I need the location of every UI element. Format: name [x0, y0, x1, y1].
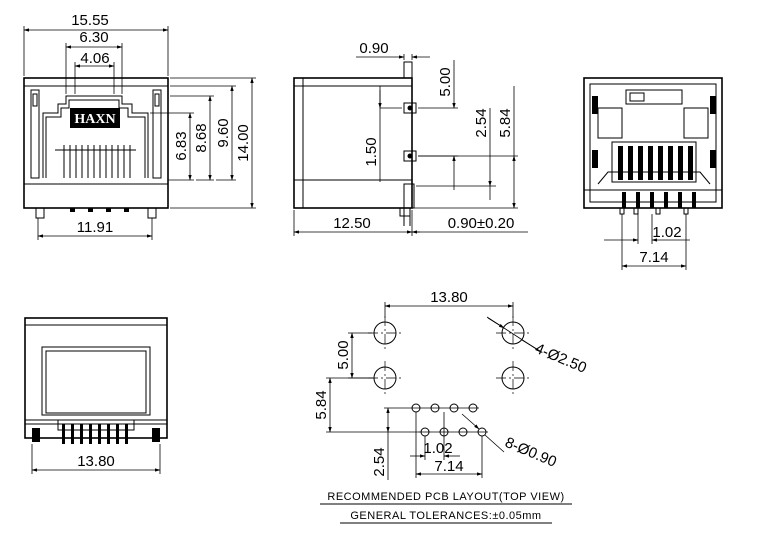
dim-side-length: 12.50	[293, 210, 413, 236]
dim-front-inner-width: 6.30	[65, 29, 123, 94]
bottom-view: 13.80	[24, 317, 168, 474]
side-view-body	[293, 61, 417, 226]
side-view: 0.90 5.00 1.50 2.54	[293, 40, 528, 236]
dim-side-top-offset: 0.90	[356, 40, 430, 60]
dim-rear-pin-span-label: 7.14	[639, 249, 668, 266]
dim-side-post-height: 5.84	[414, 86, 518, 209]
front-view-logo: HAXN	[70, 108, 120, 128]
dim-front-overall-width: 15.55	[23, 12, 169, 76]
dim-side-pin-row: 2.54	[416, 108, 496, 200]
dim-side-post-tolerance: 0.90±0.20	[411, 215, 528, 234]
dim-rear-pin-span: 7.14	[621, 214, 687, 270]
front-view-body	[23, 77, 169, 219]
dim-pcb-post-to-pin-row: 5.84	[313, 377, 420, 433]
dim-pcb-post-to-pin-row-label: 5.84	[313, 390, 330, 419]
dim-pcb-post-spacing-y-label: 5.00	[335, 340, 352, 369]
dim-side-post-tolerance-label: 0.90±0.20	[448, 215, 515, 232]
dim-pcb-post-spacing-x-label: 13.80	[430, 289, 468, 306]
dim-pcb-post-spacing-y: 5.00	[335, 332, 372, 379]
dim-front-key-width-label: 4.06	[80, 50, 109, 67]
logo-text: HAXN	[74, 112, 115, 127]
pcb-pin-holes	[410, 403, 488, 437]
dim-front-inner-width-label: 6.30	[79, 29, 108, 46]
pcb-post-holes	[373, 321, 525, 390]
dim-side-boss-offset-label: 1.50	[363, 137, 380, 166]
dim-front-height-c: 9.60	[170, 85, 236, 181]
dim-side-pin-row-label: 2.54	[473, 108, 490, 137]
rear-view: 1.02 7.14	[583, 77, 723, 270]
dim-front-key-width: 4.06	[74, 50, 115, 94]
dim-pcb-pin-span-label: 7.14	[434, 458, 463, 475]
dim-rear-pin-pitch: 1.02	[604, 214, 690, 244]
rear-view-body	[583, 77, 723, 215]
bottom-view-body	[24, 317, 168, 444]
dim-front-height-b: 8.68	[170, 95, 214, 181]
dim-pcb-pin-span: 7.14	[415, 412, 483, 478]
front-view-contacts	[55, 145, 136, 178]
dim-front-height-total: 14.00	[170, 77, 256, 209]
dim-front-pin-span-label: 11.91	[77, 219, 113, 236]
leader-post-holes: 4-Ø2.50	[486, 316, 589, 377]
tolerance-note: GENERAL TOLERANCES:±0.05mm	[350, 510, 541, 522]
dim-bottom-width: 13.80	[31, 444, 161, 474]
dim-front-pin-span: 11.91	[37, 218, 153, 240]
pcb-layout-title: RECOMMENDED PCB LAYOUT(TOP VIEW)	[327, 491, 564, 503]
dim-pcb-row-spacing-label: 2.54	[371, 447, 388, 476]
dim-bottom-width-label: 13.80	[77, 453, 115, 470]
dim-pcb-pin-pitch: 1.02	[410, 412, 460, 460]
dim-front-height-total-label: 14.00	[235, 124, 252, 162]
pcb-layout: 13.80 5.00 5.84 2.54 1.02	[313, 289, 589, 524]
dim-front-height-a: 6.83	[150, 112, 194, 181]
dim-pcb-pin-pitch-label: 1.02	[423, 440, 452, 457]
dim-side-post-height-label: 5.84	[497, 108, 514, 137]
dim-front-height-b-label: 8.68	[193, 123, 210, 152]
dim-side-boss-offset: 1.50	[363, 86, 402, 182]
pcb-center-lines	[368, 316, 530, 395]
dim-pcb-row-spacing: 2.54	[371, 407, 410, 480]
dim-pcb-post-spacing-x: 13.80	[384, 289, 514, 318]
dim-side-boss-spacing-label: 5.00	[437, 67, 454, 96]
dim-side-length-label: 12.50	[333, 215, 371, 232]
dim-side-boss-spacing: 5.00	[418, 60, 458, 190]
front-view: HAXN 15.55 6.30 4.06 6.83	[23, 12, 256, 240]
dim-front-overall-width-label: 15.55	[71, 12, 109, 29]
leader-post-holes-label: 4-Ø2.50	[532, 340, 589, 377]
leader-pin-holes: 8-Ø0.90	[461, 413, 559, 471]
dim-front-height-c-label: 9.60	[215, 118, 232, 147]
leader-pin-holes-label: 8-Ø0.90	[502, 434, 559, 471]
dim-rear-pin-pitch-label: 1.02	[652, 224, 681, 241]
dim-side-top-offset-label: 0.90	[359, 40, 388, 57]
pcb-caption: RECOMMENDED PCB LAYOUT(TOP VIEW) GENERAL…	[320, 491, 572, 524]
dim-front-height-a-label: 6.83	[173, 131, 190, 160]
